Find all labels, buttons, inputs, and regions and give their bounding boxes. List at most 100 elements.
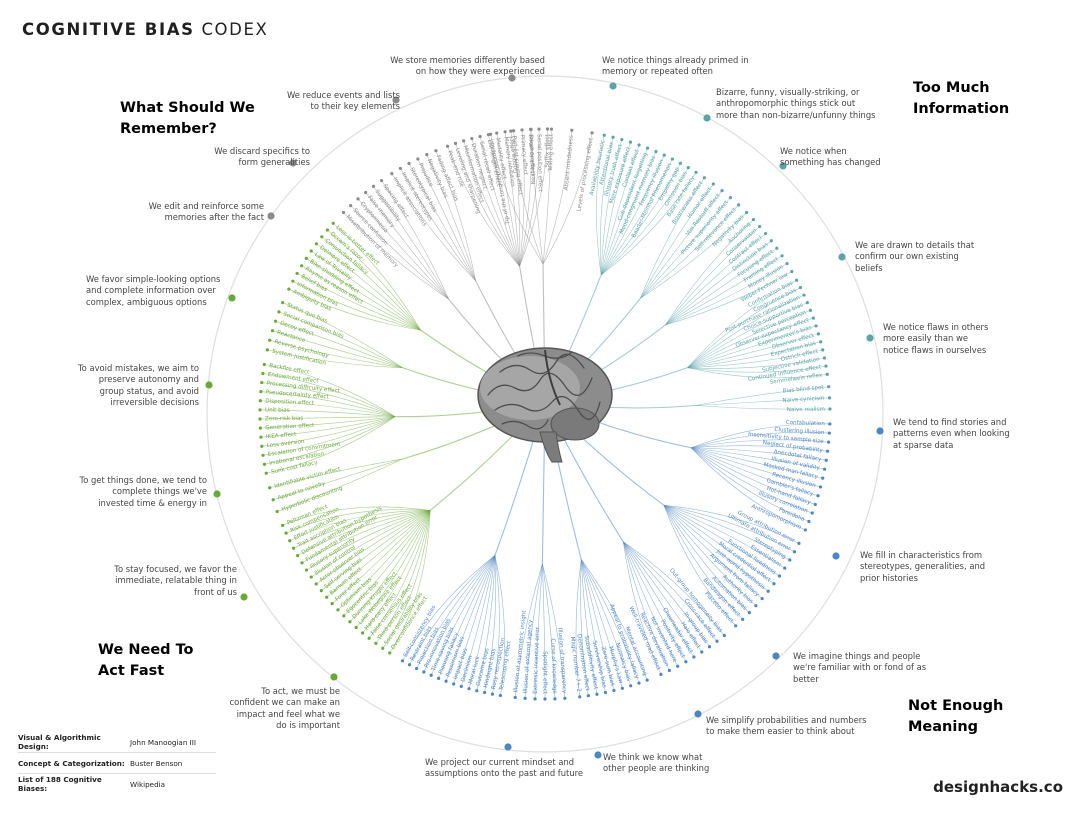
bias-dot	[621, 687, 624, 690]
bias-dot	[826, 450, 829, 453]
bias-dot	[259, 390, 262, 393]
bias-dot	[737, 203, 740, 206]
bias-dot	[300, 264, 303, 267]
bias-dot	[629, 141, 632, 144]
credit-key: Concept & Categorization:	[18, 759, 130, 768]
bias-dot	[748, 611, 751, 614]
bias-dot	[812, 316, 815, 319]
bias-dot	[823, 356, 826, 359]
category-hub-dot	[504, 743, 511, 750]
cluster-12: Overconfidence effectSocial desirability…	[281, 402, 545, 655]
bias-dot	[546, 127, 549, 130]
bias-dot	[478, 135, 481, 138]
bias-dot	[712, 182, 715, 185]
bias-dot	[407, 162, 410, 165]
category-label-15: To avoid mistakes, we aim to preserve au…	[74, 363, 199, 409]
bias-dot	[646, 146, 649, 149]
bias-dot	[520, 128, 523, 131]
bias-dot	[715, 640, 718, 643]
bias-dot	[349, 204, 352, 207]
bias-dot	[826, 373, 829, 376]
category-hub-dot	[703, 114, 710, 121]
category-label-18: We discard specifics to form generalitie…	[200, 146, 310, 169]
bias-label: Levels of processing effect	[576, 137, 594, 212]
bias-dot	[550, 127, 553, 130]
credits-table: Visual & Algorithmic Design:John Manoogi…	[18, 732, 216, 794]
bias-dot	[529, 128, 532, 131]
bias-dot	[271, 329, 274, 332]
bias-dot	[266, 348, 269, 351]
bias-dot	[700, 650, 703, 653]
quadrant-act-fast: We Need To Act Fast	[98, 640, 198, 682]
bias-label: Bias blind spot	[783, 385, 825, 395]
bias-dot	[578, 695, 581, 698]
bias-dot	[374, 642, 377, 645]
quadrant-too-much-information: Too Much Information	[913, 78, 1013, 120]
bias-dot	[788, 558, 791, 561]
bias-dot	[802, 293, 805, 296]
bias-dot	[364, 191, 367, 194]
category-hub-dot	[832, 552, 839, 559]
quadrant-not-enough-meaning: Not Enough Meaning	[908, 696, 1008, 738]
bias-dot	[268, 486, 271, 489]
bias-dot	[770, 239, 773, 242]
bias-label: Illusion of transparency	[556, 628, 567, 695]
bias-dot	[611, 136, 614, 139]
bias-dot	[446, 145, 449, 148]
brain-illustration	[478, 348, 612, 462]
bias-dot	[745, 211, 748, 214]
bias-dot	[274, 320, 277, 323]
bias-dot	[734, 624, 737, 627]
category-hub-dot	[772, 652, 779, 659]
bias-dot	[325, 596, 328, 599]
bias-dot	[767, 590, 770, 593]
bias-label: Absent-mindedness	[564, 135, 575, 191]
bias-dot	[332, 222, 335, 225]
bias-dot	[637, 681, 640, 684]
bias-dot	[821, 348, 824, 351]
bias-dot	[425, 153, 428, 156]
credit-key: Visual & Algorithmic Design:	[18, 733, 130, 751]
bias-dot	[305, 257, 308, 260]
bias-dot	[595, 693, 598, 696]
bias-dot	[809, 309, 812, 312]
bias-dot	[827, 441, 830, 444]
bias-dot	[819, 340, 822, 343]
bias-dot	[761, 597, 764, 600]
bias-dot	[814, 324, 817, 327]
bias-dot	[821, 477, 824, 480]
bias-dot	[462, 139, 465, 142]
bias-dot	[310, 249, 313, 252]
bias-dot	[342, 614, 345, 617]
bias-dot	[764, 232, 767, 235]
bias-dot	[305, 568, 308, 571]
bias-label: Serial position effect	[536, 134, 543, 192]
brand-logo-text: designhacks.co	[933, 778, 1063, 796]
bias-dot	[276, 510, 279, 513]
bias-dot	[827, 385, 830, 388]
cluster-10: Illusion of transparencyCurse of knowled…	[513, 402, 567, 701]
bias-dot	[281, 301, 284, 304]
bias-dot	[814, 503, 817, 506]
category-hub-dot	[694, 710, 701, 717]
bias-dot	[679, 162, 682, 165]
bias-dot	[368, 637, 371, 640]
credit-value: Wikipedia	[130, 780, 165, 789]
bias-dot	[277, 310, 280, 313]
category-label-8: We imagine things and people we're famil…	[793, 651, 933, 685]
bias-dot	[263, 363, 266, 366]
bias-dot	[823, 468, 826, 471]
bias-dot	[811, 511, 814, 514]
category-label-2: Bizarre, funny, visually-striking, or an…	[716, 87, 876, 121]
category-label-1: We notice things already primed in memor…	[602, 55, 762, 78]
bias-dot	[487, 133, 490, 136]
bias-dot	[570, 129, 573, 132]
bias-dot	[775, 247, 778, 250]
category-label-17: We edit and reinforce some memories afte…	[130, 201, 264, 224]
bias-label: Naive realism	[787, 407, 825, 414]
bias-dot	[587, 694, 590, 697]
bias-dot	[454, 142, 457, 145]
category-label-16: We favor simple-looking options and comp…	[86, 274, 226, 308]
bias-dot	[356, 197, 359, 200]
bias-dot	[723, 634, 726, 637]
